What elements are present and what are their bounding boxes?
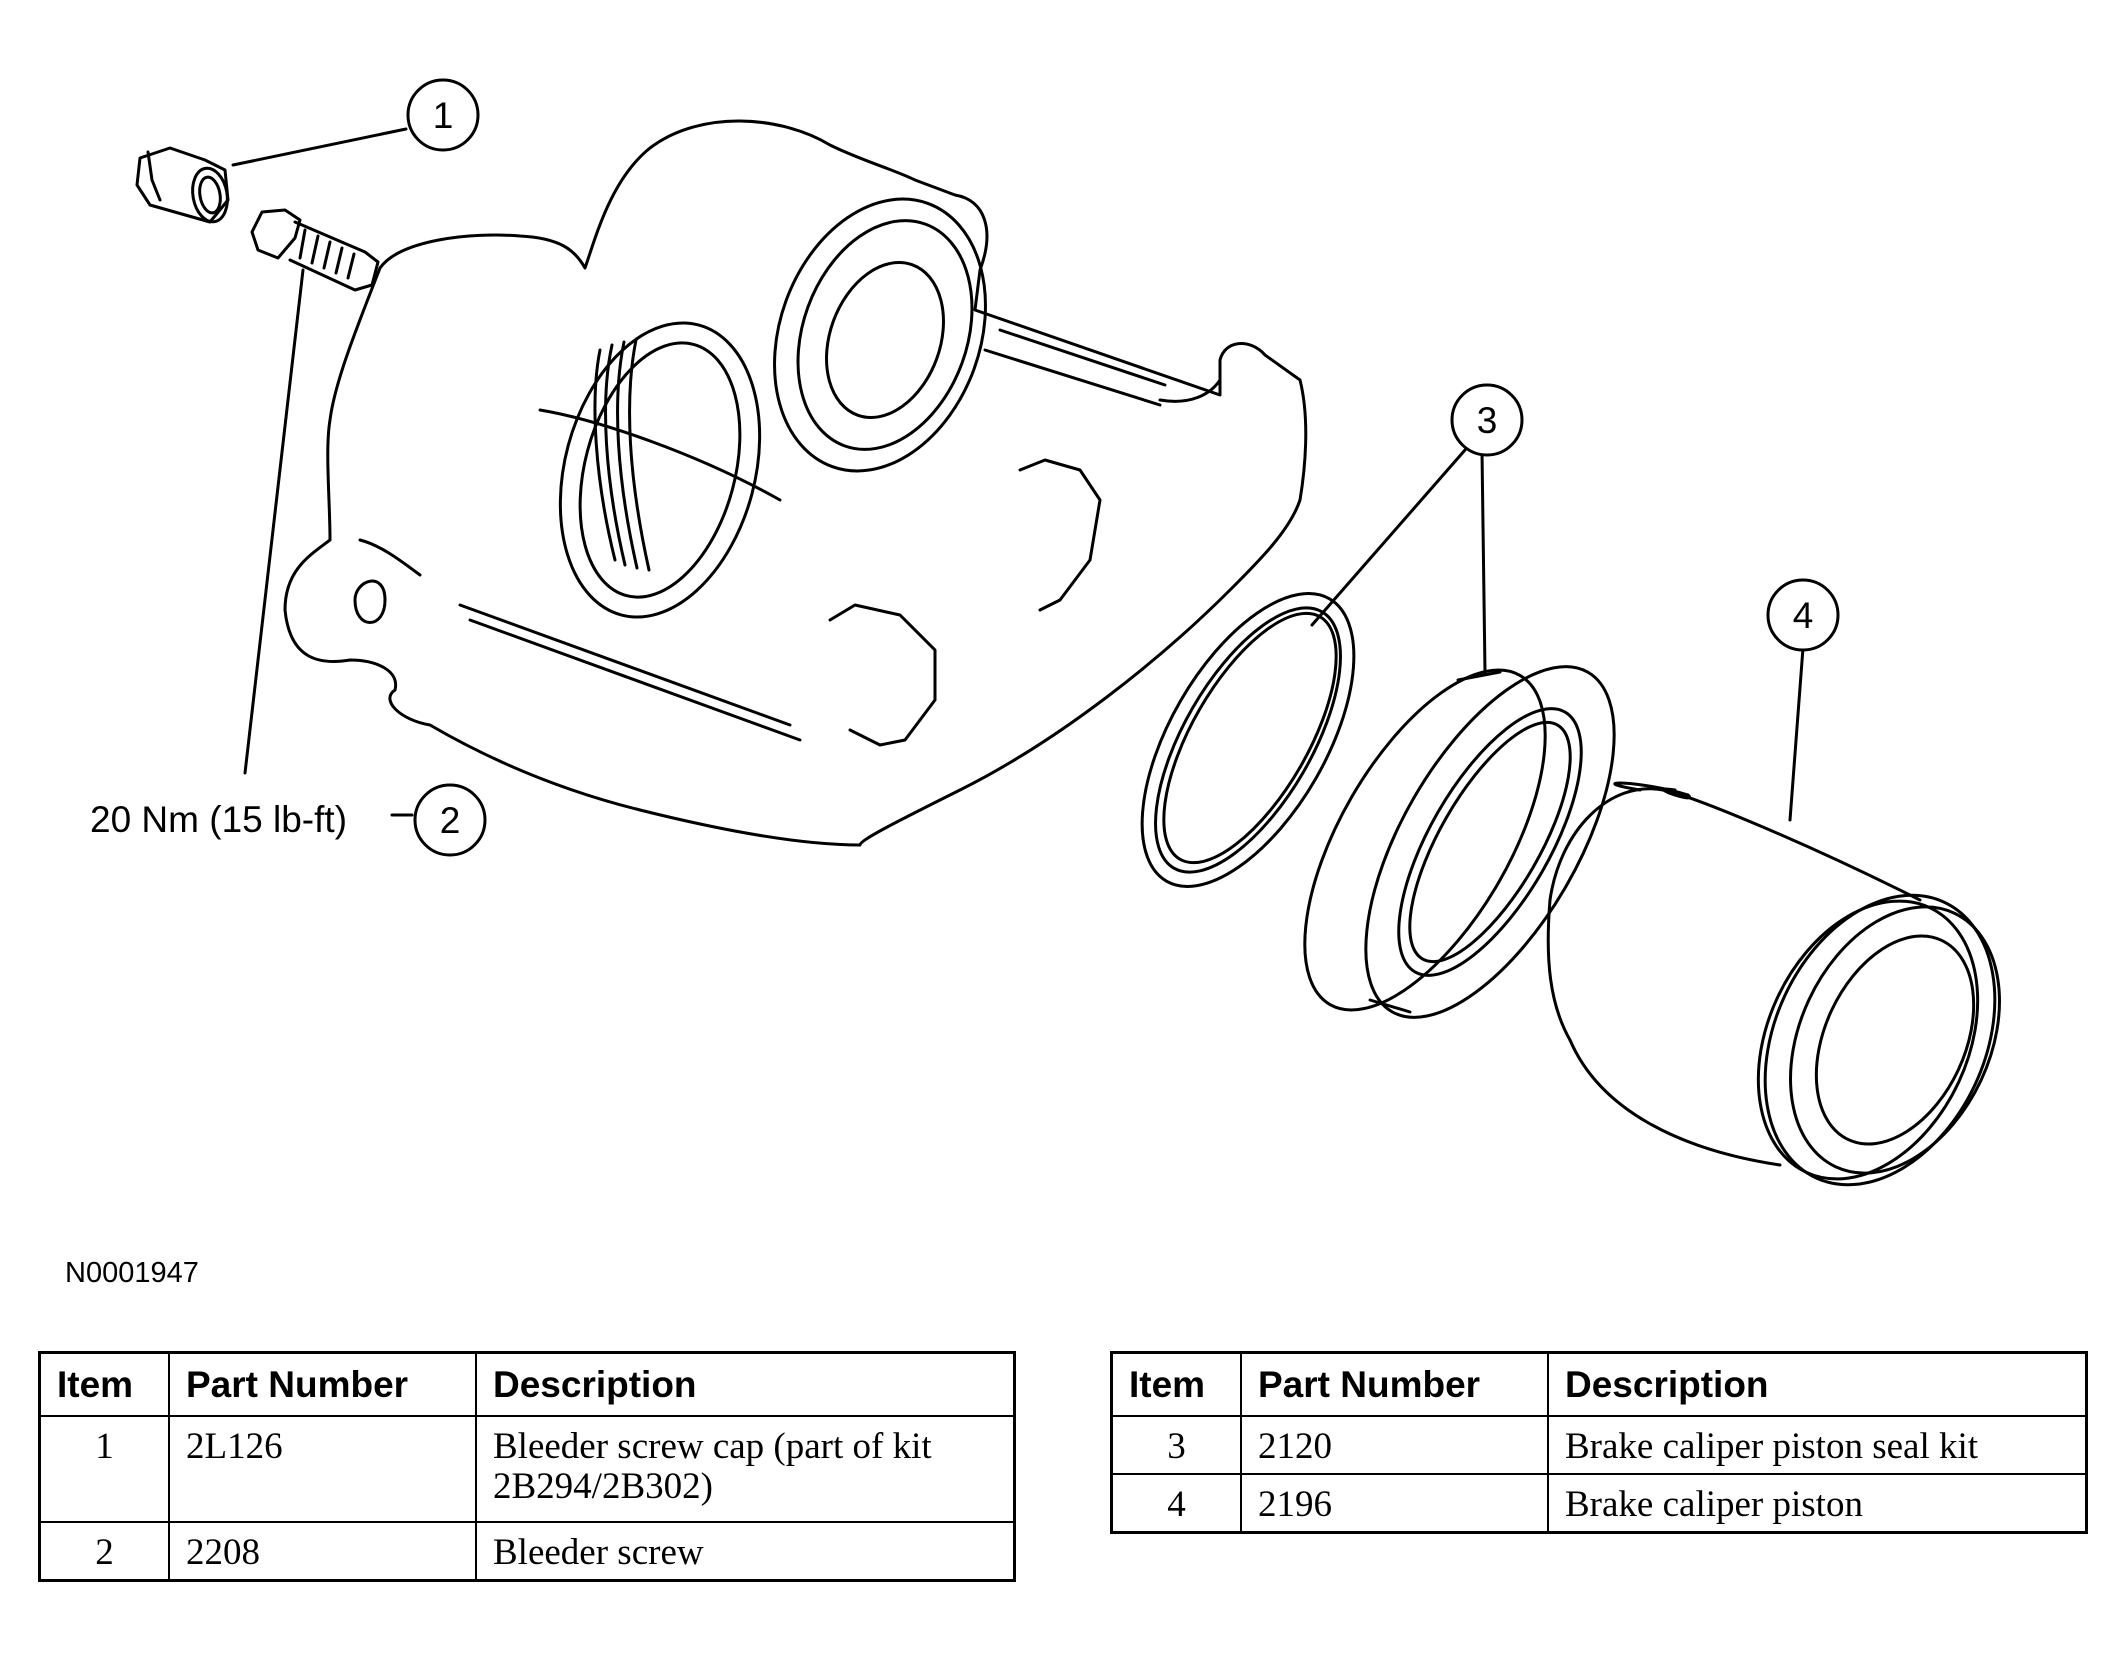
table-row: 1 2L126 Bleeder screw cap (part of kit 2… xyxy=(38,1415,1016,1523)
exploded-view-illustration: 1 2 3 4 20 Nm (15 lb-ft) xyxy=(90,78,2001,1187)
header-description: Description xyxy=(1547,1351,2088,1417)
callout-4: 4 xyxy=(1766,578,1840,652)
item-cell: 3 xyxy=(1110,1415,1242,1475)
table-header-row: Item Part Number Description xyxy=(1110,1351,2088,1417)
part-number-cell: 2208 xyxy=(168,1521,477,1582)
bleeder-screw-cap xyxy=(135,146,230,224)
svg-text:1: 1 xyxy=(433,95,454,136)
description-cell: Bleeder screw cap (part of kit 2B294/2B3… xyxy=(475,1415,1016,1523)
description-cell: Brake caliper piston seal kit xyxy=(1547,1415,2088,1475)
table-header-row: Item Part Number Description xyxy=(38,1351,1016,1417)
part-number-cell: 2120 xyxy=(1240,1415,1549,1475)
figure-code: N0001947 xyxy=(65,1257,199,1289)
callout-2: 2 xyxy=(413,783,487,857)
item-cell: 2 xyxy=(38,1521,170,1582)
svg-text:3: 3 xyxy=(1477,400,1498,441)
caliper-piston xyxy=(1546,781,2001,1187)
brake-caliper-body xyxy=(283,119,1308,847)
item-cell: 1 xyxy=(38,1415,170,1523)
table-row: 4 2196 Brake caliper piston xyxy=(1110,1473,2088,1534)
table-row: 3 2120 Brake caliper piston seal kit xyxy=(1110,1415,2088,1475)
header-description: Description xyxy=(475,1351,1016,1417)
parts-table-left: Item Part Number Description 1 2L126 Ble… xyxy=(38,1351,1016,1582)
bleeder-screw xyxy=(250,208,380,292)
header-part-number: Part Number xyxy=(1240,1351,1549,1417)
callout-3: 3 xyxy=(1450,383,1524,457)
part-number-cell: 2196 xyxy=(1240,1473,1549,1534)
dust-boot xyxy=(1303,665,1616,1019)
svg-text:4: 4 xyxy=(1793,595,1814,636)
header-item: Item xyxy=(1110,1351,1242,1417)
svg-text:2: 2 xyxy=(440,800,461,841)
header-part-number: Part Number xyxy=(168,1351,477,1417)
part-number-cell: 2L126 xyxy=(168,1415,477,1523)
header-item: Item xyxy=(38,1351,170,1417)
description-cell: Brake caliper piston xyxy=(1547,1473,2088,1534)
description-cell: Bleeder screw xyxy=(475,1521,1016,1582)
item-cell: 4 xyxy=(1110,1473,1242,1534)
torque-label: 20 Nm (15 lb-ft) xyxy=(90,799,347,840)
piston-seal-ring xyxy=(1140,592,1356,888)
callout-1: 1 xyxy=(406,78,480,152)
leader-lines xyxy=(231,127,1805,822)
parts-table-right: Item Part Number Description 3 2120 Brak… xyxy=(1110,1351,2088,1534)
table-row: 2 2208 Bleeder screw xyxy=(38,1521,1016,1582)
